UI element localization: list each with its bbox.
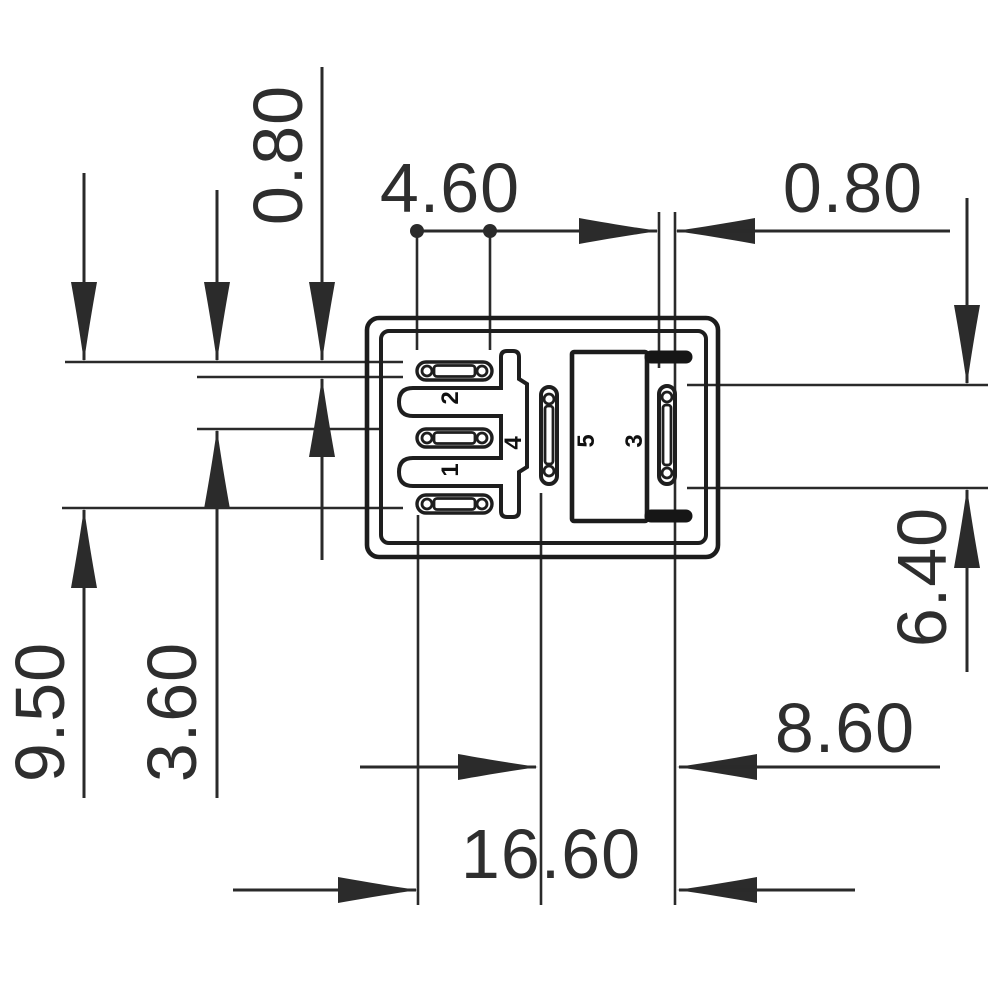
arrow-right	[579, 218, 659, 244]
slot-outline	[657, 384, 677, 486]
pad-hole	[420, 364, 434, 378]
comb-slot-outline	[396, 349, 529, 519]
pad-bar	[432, 364, 477, 378]
dim-label-3-60: 3.60	[133, 642, 211, 782]
terminal-pad-middle	[415, 427, 494, 449]
slot-bar	[661, 403, 673, 467]
arrow-down	[204, 282, 230, 362]
pad-bar	[432, 431, 477, 445]
terminal-pad-bottom	[415, 493, 494, 515]
pin-labels: 2 1 4 5 3	[437, 391, 648, 476]
slot-hole	[542, 392, 556, 406]
dim-top-4-60: 4.60	[380, 149, 657, 350]
slot-hole	[660, 466, 674, 480]
arrow-down	[954, 305, 980, 385]
coil-window	[569, 349, 693, 524]
pad-hole	[475, 497, 489, 511]
slot-hole	[542, 464, 556, 478]
dim-left-inner-3-60: 3.60	[133, 190, 230, 798]
arrow-up	[309, 377, 335, 457]
pin-label-1: 1	[437, 463, 464, 476]
dim-left-outer-9-50: 9.50	[1, 173, 97, 798]
outer-body-outline	[364, 315, 721, 560]
pin-label-5: 5	[573, 434, 600, 447]
dim-label-0-80-left: 0.80	[239, 85, 317, 225]
dim-label-6-40: 6.40	[883, 507, 961, 647]
left-comb-cutout	[396, 349, 529, 519]
arrow-up	[71, 508, 97, 588]
pad-hole	[475, 431, 489, 445]
dim-label-9-50: 9.50	[1, 642, 79, 782]
left-extension-lines	[62, 360, 403, 510]
right-slot	[657, 384, 677, 486]
pad-bar	[432, 497, 477, 511]
arrow-down	[71, 282, 97, 362]
dim-label-4-60: 4.60	[380, 149, 520, 227]
arrow-right	[458, 754, 538, 780]
dim-bottom-8-60: 8.60	[360, 493, 940, 905]
dim-label-8-60: 8.60	[775, 689, 915, 767]
slot-outline	[539, 385, 559, 486]
slot-hole	[660, 390, 674, 404]
pin-label-4: 4	[500, 436, 527, 450]
pad-hole	[420, 431, 434, 445]
window-outline	[569, 349, 650, 524]
pad-outline	[415, 427, 494, 449]
pad-outline	[415, 360, 494, 382]
pad-hole	[475, 364, 489, 378]
dim-right-6-40: 6.40	[687, 198, 988, 672]
footprint-outline	[364, 315, 721, 560]
terminal-pad-top	[415, 360, 494, 382]
dim-top-left-0-80: 0.80	[239, 67, 335, 560]
dim-label-0-80-right: 0.80	[783, 149, 923, 227]
arrow-down	[309, 282, 335, 362]
terminal-pads	[415, 360, 494, 515]
pad-hole	[420, 497, 434, 511]
arrow-right	[338, 877, 418, 903]
arrow-up	[204, 429, 230, 509]
pin-label-2: 2	[437, 391, 464, 404]
slot-bar	[543, 404, 555, 466]
dim-bottom-16-60: 16.60	[233, 515, 855, 905]
center-slot	[539, 385, 559, 486]
inner-body-outline	[379, 329, 708, 545]
pin-label-3: 3	[621, 434, 648, 447]
dim-label-16-60: 16.60	[461, 815, 641, 893]
pad-outline	[415, 493, 494, 515]
